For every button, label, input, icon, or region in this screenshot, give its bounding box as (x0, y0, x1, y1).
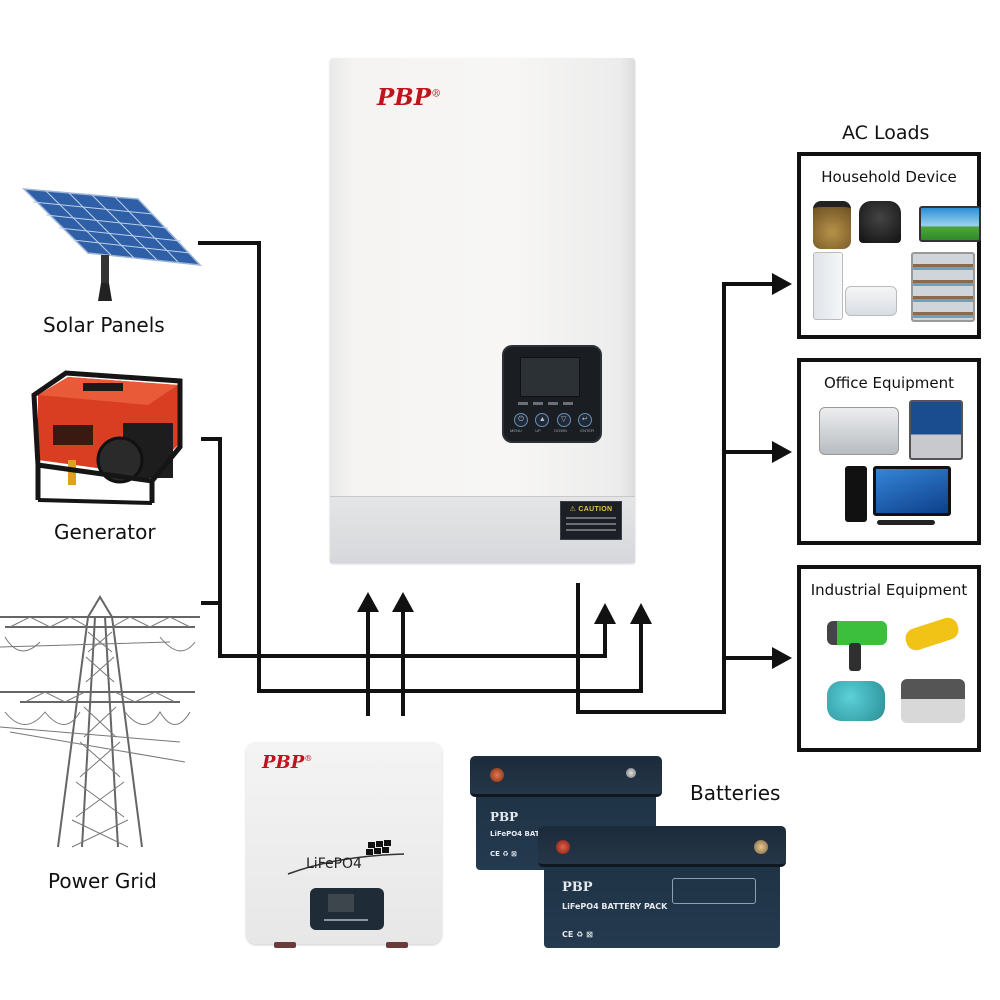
generator-label: Generator (54, 520, 156, 544)
electric-motor-icon (827, 681, 885, 721)
down-icon[interactable]: ▽ (556, 413, 571, 427)
generator-image (28, 365, 186, 505)
battery-pack-front: PBP LiFePO4 BATTERY PACK CE ♻ ⊠ (538, 826, 786, 948)
negative-terminal-icon (626, 768, 636, 778)
office-equipment-box: Office Equipment (797, 358, 981, 545)
laptop-icon (909, 400, 963, 460)
menu-button-label: MENU (510, 428, 522, 433)
ac-loads-heading: AC Loads (842, 122, 930, 144)
battery-back-brand: PBP (490, 810, 519, 824)
arrow-up-battery-1 (357, 592, 379, 612)
battery-spec-plate (672, 878, 756, 904)
fax-printer-icon (819, 407, 899, 455)
refrigerator-icon (911, 252, 975, 322)
solar-panel-image (18, 183, 203, 303)
hybrid-inverter: PBP® ⏻ ▲ ▽ ↵ MENU UP DOWN ENTER ⚠ CAUTIO… (330, 58, 635, 563)
caution-title: ⚠ CAUTION (569, 506, 613, 513)
batteries-label: Batteries (690, 781, 781, 805)
keyboard-icon (877, 520, 935, 525)
industrial-equipment-box: Industrial Equipment (797, 565, 981, 752)
negative-terminal-icon (754, 840, 768, 854)
induction-cooker-icon (859, 201, 901, 243)
battery-front-brand: PBP (562, 880, 593, 895)
lifepo4-wall-battery: PBP® LiFePO4 (246, 742, 442, 948)
air-compressor-icon (901, 679, 965, 723)
inverter-status-leds (518, 402, 588, 406)
enter-icon[interactable]: ↵ (577, 413, 592, 427)
solar-panels-label: Solar Panels (43, 313, 165, 337)
tv-icon (919, 206, 981, 242)
household-device-box: Household Device (797, 152, 981, 339)
split-ac-icon (845, 286, 897, 316)
up-button-label: UP (535, 428, 541, 433)
enter-button-label: ENTER (580, 428, 594, 433)
wall-battery-brand-text: PBP (262, 752, 305, 773)
battery-back-cert-marks: CE ♻ ⊠ (490, 850, 517, 858)
positive-terminal-icon (556, 840, 570, 854)
battery-front-title: LiFePO4 BATTERY PACK (562, 902, 668, 911)
arrow-up-battery-2 (392, 592, 414, 612)
drill-handle-icon (849, 643, 861, 671)
inverter-brand-text: PBP (377, 84, 432, 111)
inverter-lcd-screen (520, 357, 580, 397)
arrow-right-office (772, 441, 792, 463)
desktop-tower-icon (845, 466, 867, 522)
registered-mark: ® (304, 753, 313, 763)
arrow-up-generator (594, 603, 616, 624)
power-grid-tower-image (0, 592, 200, 857)
arrow-right-household (772, 273, 792, 295)
inverter-control-panel: ⏻ ▲ ▽ ↵ MENU UP DOWN ENTER (502, 345, 602, 443)
arrow-right-industrial (772, 647, 792, 669)
angle-grinder-icon (902, 615, 962, 653)
solar-swoosh-icon (287, 840, 405, 875)
pressure-cooker-icon (813, 201, 851, 249)
positive-terminal-icon (490, 768, 504, 782)
arrow-up-solar (630, 603, 652, 624)
power-grid-label: Power Grid (48, 869, 157, 893)
registered-mark: ® (431, 87, 442, 100)
wall-battery-brand-logo: PBP® (262, 752, 312, 773)
up-icon[interactable]: ▲ (535, 413, 550, 427)
household-device-title: Household Device (821, 168, 957, 186)
power-icon[interactable]: ⏻ (514, 413, 528, 427)
battery-back-title: LiFePO4 BATTERY P (490, 830, 567, 838)
monitor-icon (873, 466, 951, 516)
battery-front-cert-marks: CE ♻ ⊠ (562, 930, 593, 939)
inverter-brand-logo: PBP® (377, 84, 441, 111)
air-conditioner-icon (813, 252, 843, 320)
caution-sticker: ⚠ CAUTION (560, 501, 622, 540)
lifepo4-label: LiFePO4 (306, 856, 362, 872)
down-button-label: DOWN (554, 428, 567, 433)
industrial-equipment-title: Industrial Equipment (810, 581, 968, 599)
wall-battery-display (310, 888, 384, 930)
office-equipment-title: Office Equipment (824, 374, 954, 392)
drill-icon (827, 621, 887, 645)
